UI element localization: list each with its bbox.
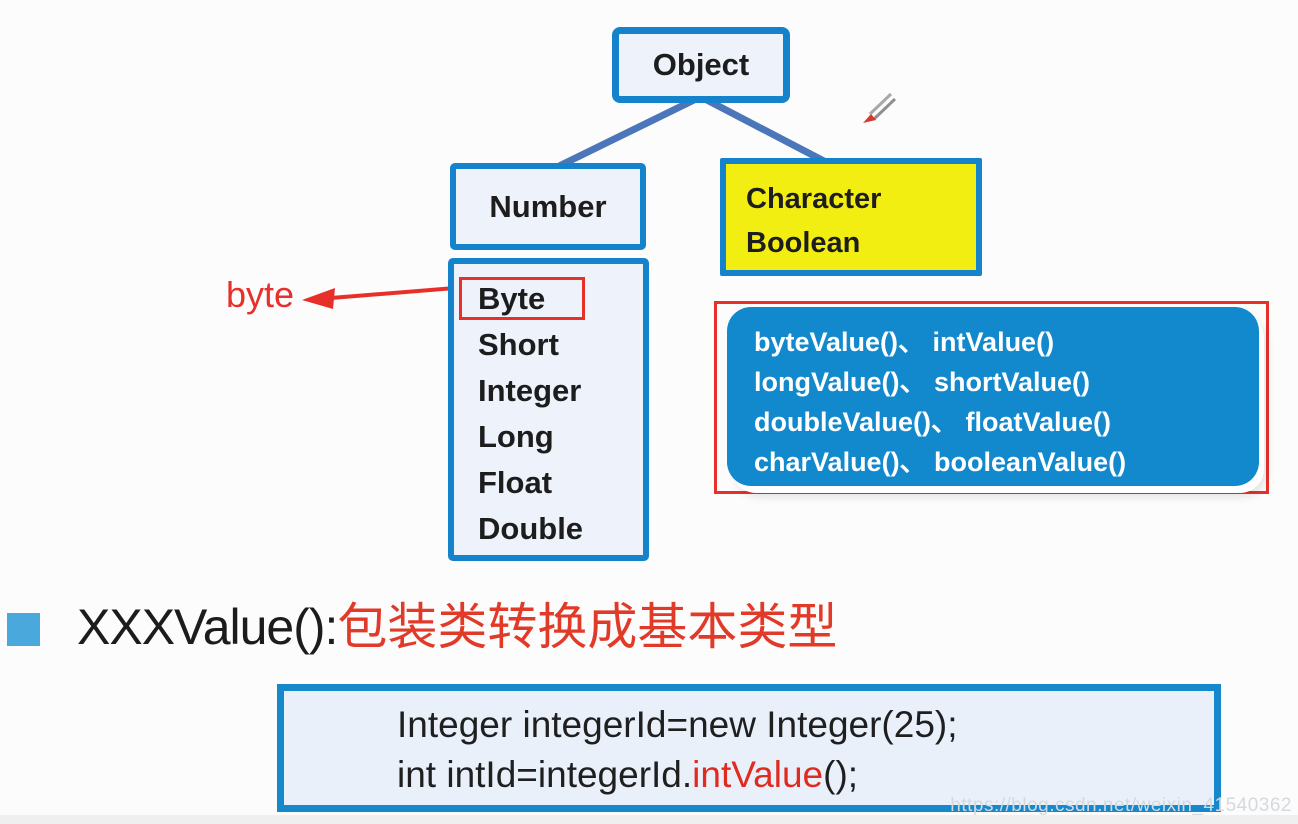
class-box-character-boolean: Character Boolean [720,158,982,276]
methods-line-4: charValue()、 booleanValue() [754,447,1127,477]
list-item-byte: Byte [478,281,546,316]
methods-line-1: byteValue()、 intValue() [754,327,1055,357]
boolean-label: Boolean [746,227,861,259]
list-item-short: Short [478,327,559,362]
class-box-number: Number [450,163,646,250]
bullet-square-icon [7,613,40,646]
class-box-object: Object [612,27,790,103]
methods-line-3: doubleValue()、 floatValue() [754,407,1112,437]
watermark-url: https://blog.csdn.net/weixin_41540362 [950,795,1292,816]
methods-highlight-rect: byteValue()、 intValue() longValue()、 sho… [714,301,1269,494]
code-example-box: Integer integerId=new Integer(25); int i… [277,684,1221,812]
list-item-float: Float [478,465,553,500]
heading-text: XXXValue():包装类转换成基本类型 [77,594,837,660]
byte-annotation-arrow-line [330,286,456,300]
bottom-strip [0,815,1298,824]
methods-panel: byteValue()、 intValue() longValue()、 sho… [727,307,1259,486]
byte-highlight-rect [459,277,585,320]
list-item-double: Double [478,511,584,546]
connector-object-number [547,95,698,175]
heading-latin: XXXValue(): [77,599,338,655]
number-subclass-list: Byte Short Integer Long Float Double [448,258,649,561]
list-item-long: Long [478,419,554,454]
number-label: Number [489,188,607,224]
code-line-2-prefix: int intId=integerId. [397,754,693,795]
character-label: Character [746,183,882,215]
byte-annotation-arrow-head [302,288,335,309]
bullet-heading: XXXValue():包装类转换成基本类型 [7,594,837,660]
heading-chinese: 包装类转换成基本类型 [337,599,838,655]
object-label: Object [652,47,750,82]
code-line-2-suffix: (); [823,754,859,795]
byte-annotation-label: byte [226,274,295,315]
code-line-2: int intId=integerId.intValue(); [397,750,1214,800]
list-item-integer: Integer [478,373,582,408]
pencil-cursor-icon [863,92,897,123]
methods-line-2: longValue()、 shortValue() [754,367,1091,397]
code-line-1: Integer integerId=new Integer(25); [397,704,958,745]
code-line-2-highlight: intValue [692,754,824,795]
